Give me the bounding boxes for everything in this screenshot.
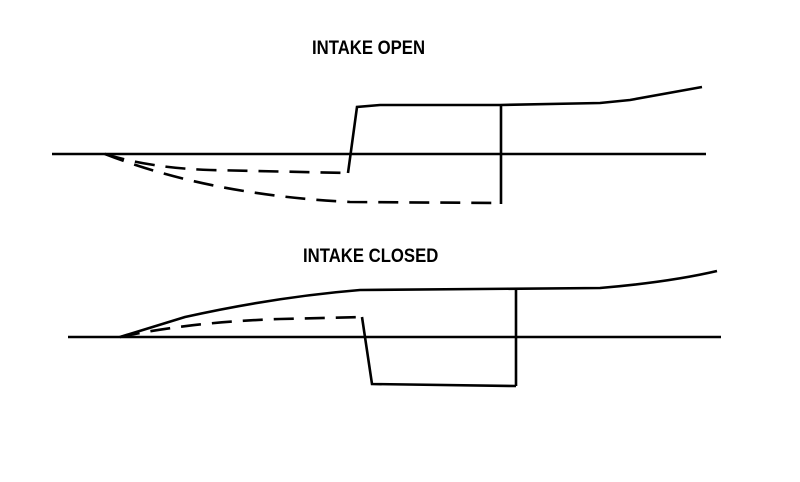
intake-closed-lower-contour [360, 316, 517, 388]
intake-open-title: INTAKE OPEN [312, 38, 426, 59]
intake-open-inner-dashed-contour [104, 152, 349, 175]
intake-closed-dashed-contour [119, 315, 363, 339]
intake-closed-upper-contour [119, 269, 718, 339]
intake-closed-title: INTAKE CLOSED [303, 246, 439, 267]
intake-closed-diagram [68, 269, 721, 388]
intake-open-outer-dashed-contour [104, 152, 502, 205]
intake-open-diagram [52, 85, 706, 205]
intake-open-upper-contour [346, 85, 703, 174]
